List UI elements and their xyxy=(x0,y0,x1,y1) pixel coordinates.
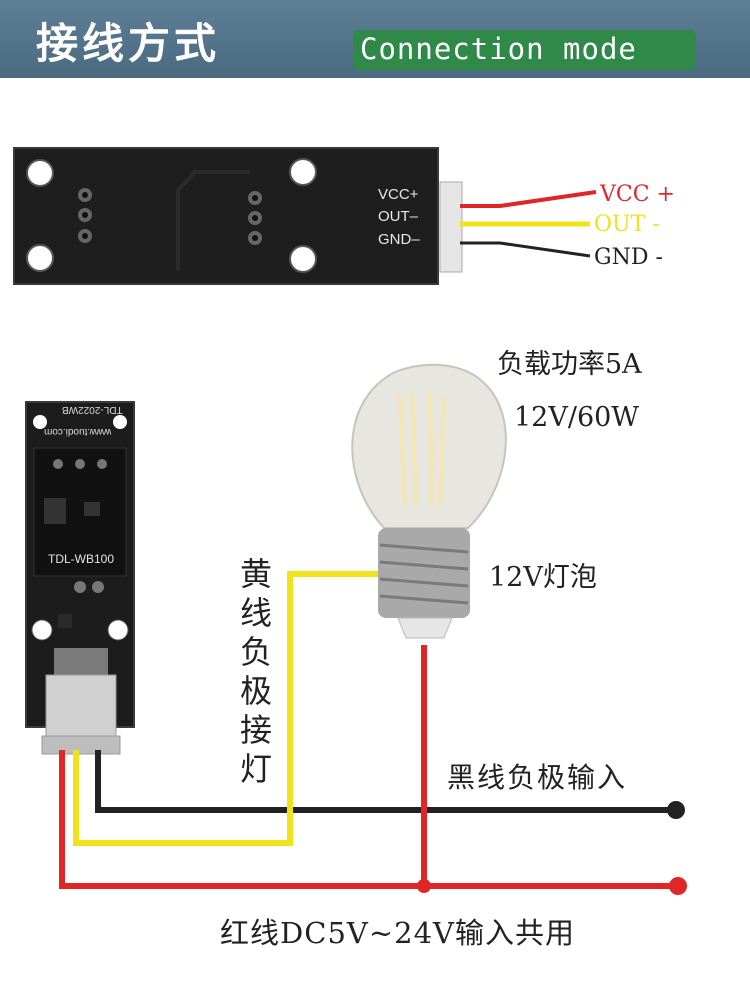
bottom-wiring xyxy=(59,571,687,895)
pin-label-gnd: GND– xyxy=(378,231,420,248)
vertical-char: 线 xyxy=(239,594,272,632)
page-title: 接线方式 xyxy=(36,19,221,68)
vertical-char: 负 xyxy=(239,633,272,671)
load-power-label: 12V/60W xyxy=(514,402,640,433)
vertical-char: 接 xyxy=(239,711,272,749)
module-date-text: TDL-2022WB xyxy=(62,404,123,415)
load-current-label: 负载功率5A xyxy=(497,349,642,380)
pin-label-out: OUT– xyxy=(378,208,419,225)
vertical-char: 黄 xyxy=(239,555,272,593)
subtitle-pill xyxy=(353,30,696,70)
yellow-wire-vertical-label: 黄 线 负 极 接 灯 xyxy=(236,555,276,789)
wire-label-vcc: VCC + xyxy=(600,182,675,207)
wire-label-out: OUT - xyxy=(594,212,660,237)
pin-label-vcc: VCC+ xyxy=(378,186,419,203)
black-terminal xyxy=(667,801,685,819)
page-subtitle: Connection mode xyxy=(360,32,637,66)
red-junction xyxy=(417,879,431,893)
red-terminal xyxy=(669,877,687,895)
red-input-label: 红线DC5V~24V输入共用 xyxy=(220,916,575,950)
bulb-label: 12V灯泡 xyxy=(489,562,597,593)
top-black-wire xyxy=(460,241,591,258)
bulb-illustration xyxy=(351,363,507,639)
module-connector xyxy=(45,674,117,738)
top-pcb-board xyxy=(13,147,439,285)
black-input-label: 黑线负极输入 xyxy=(447,761,628,794)
module-model-text: TDL-WB100 xyxy=(48,552,115,566)
top-connector xyxy=(439,181,463,273)
module-url-text: www.tuodi.com xyxy=(44,426,112,437)
top-red-wire xyxy=(460,190,597,208)
vertical-char: 极 xyxy=(239,672,272,710)
vertical-char: 灯 xyxy=(239,750,272,788)
wire-label-gnd: GND - xyxy=(594,245,663,270)
left-module xyxy=(25,401,135,728)
